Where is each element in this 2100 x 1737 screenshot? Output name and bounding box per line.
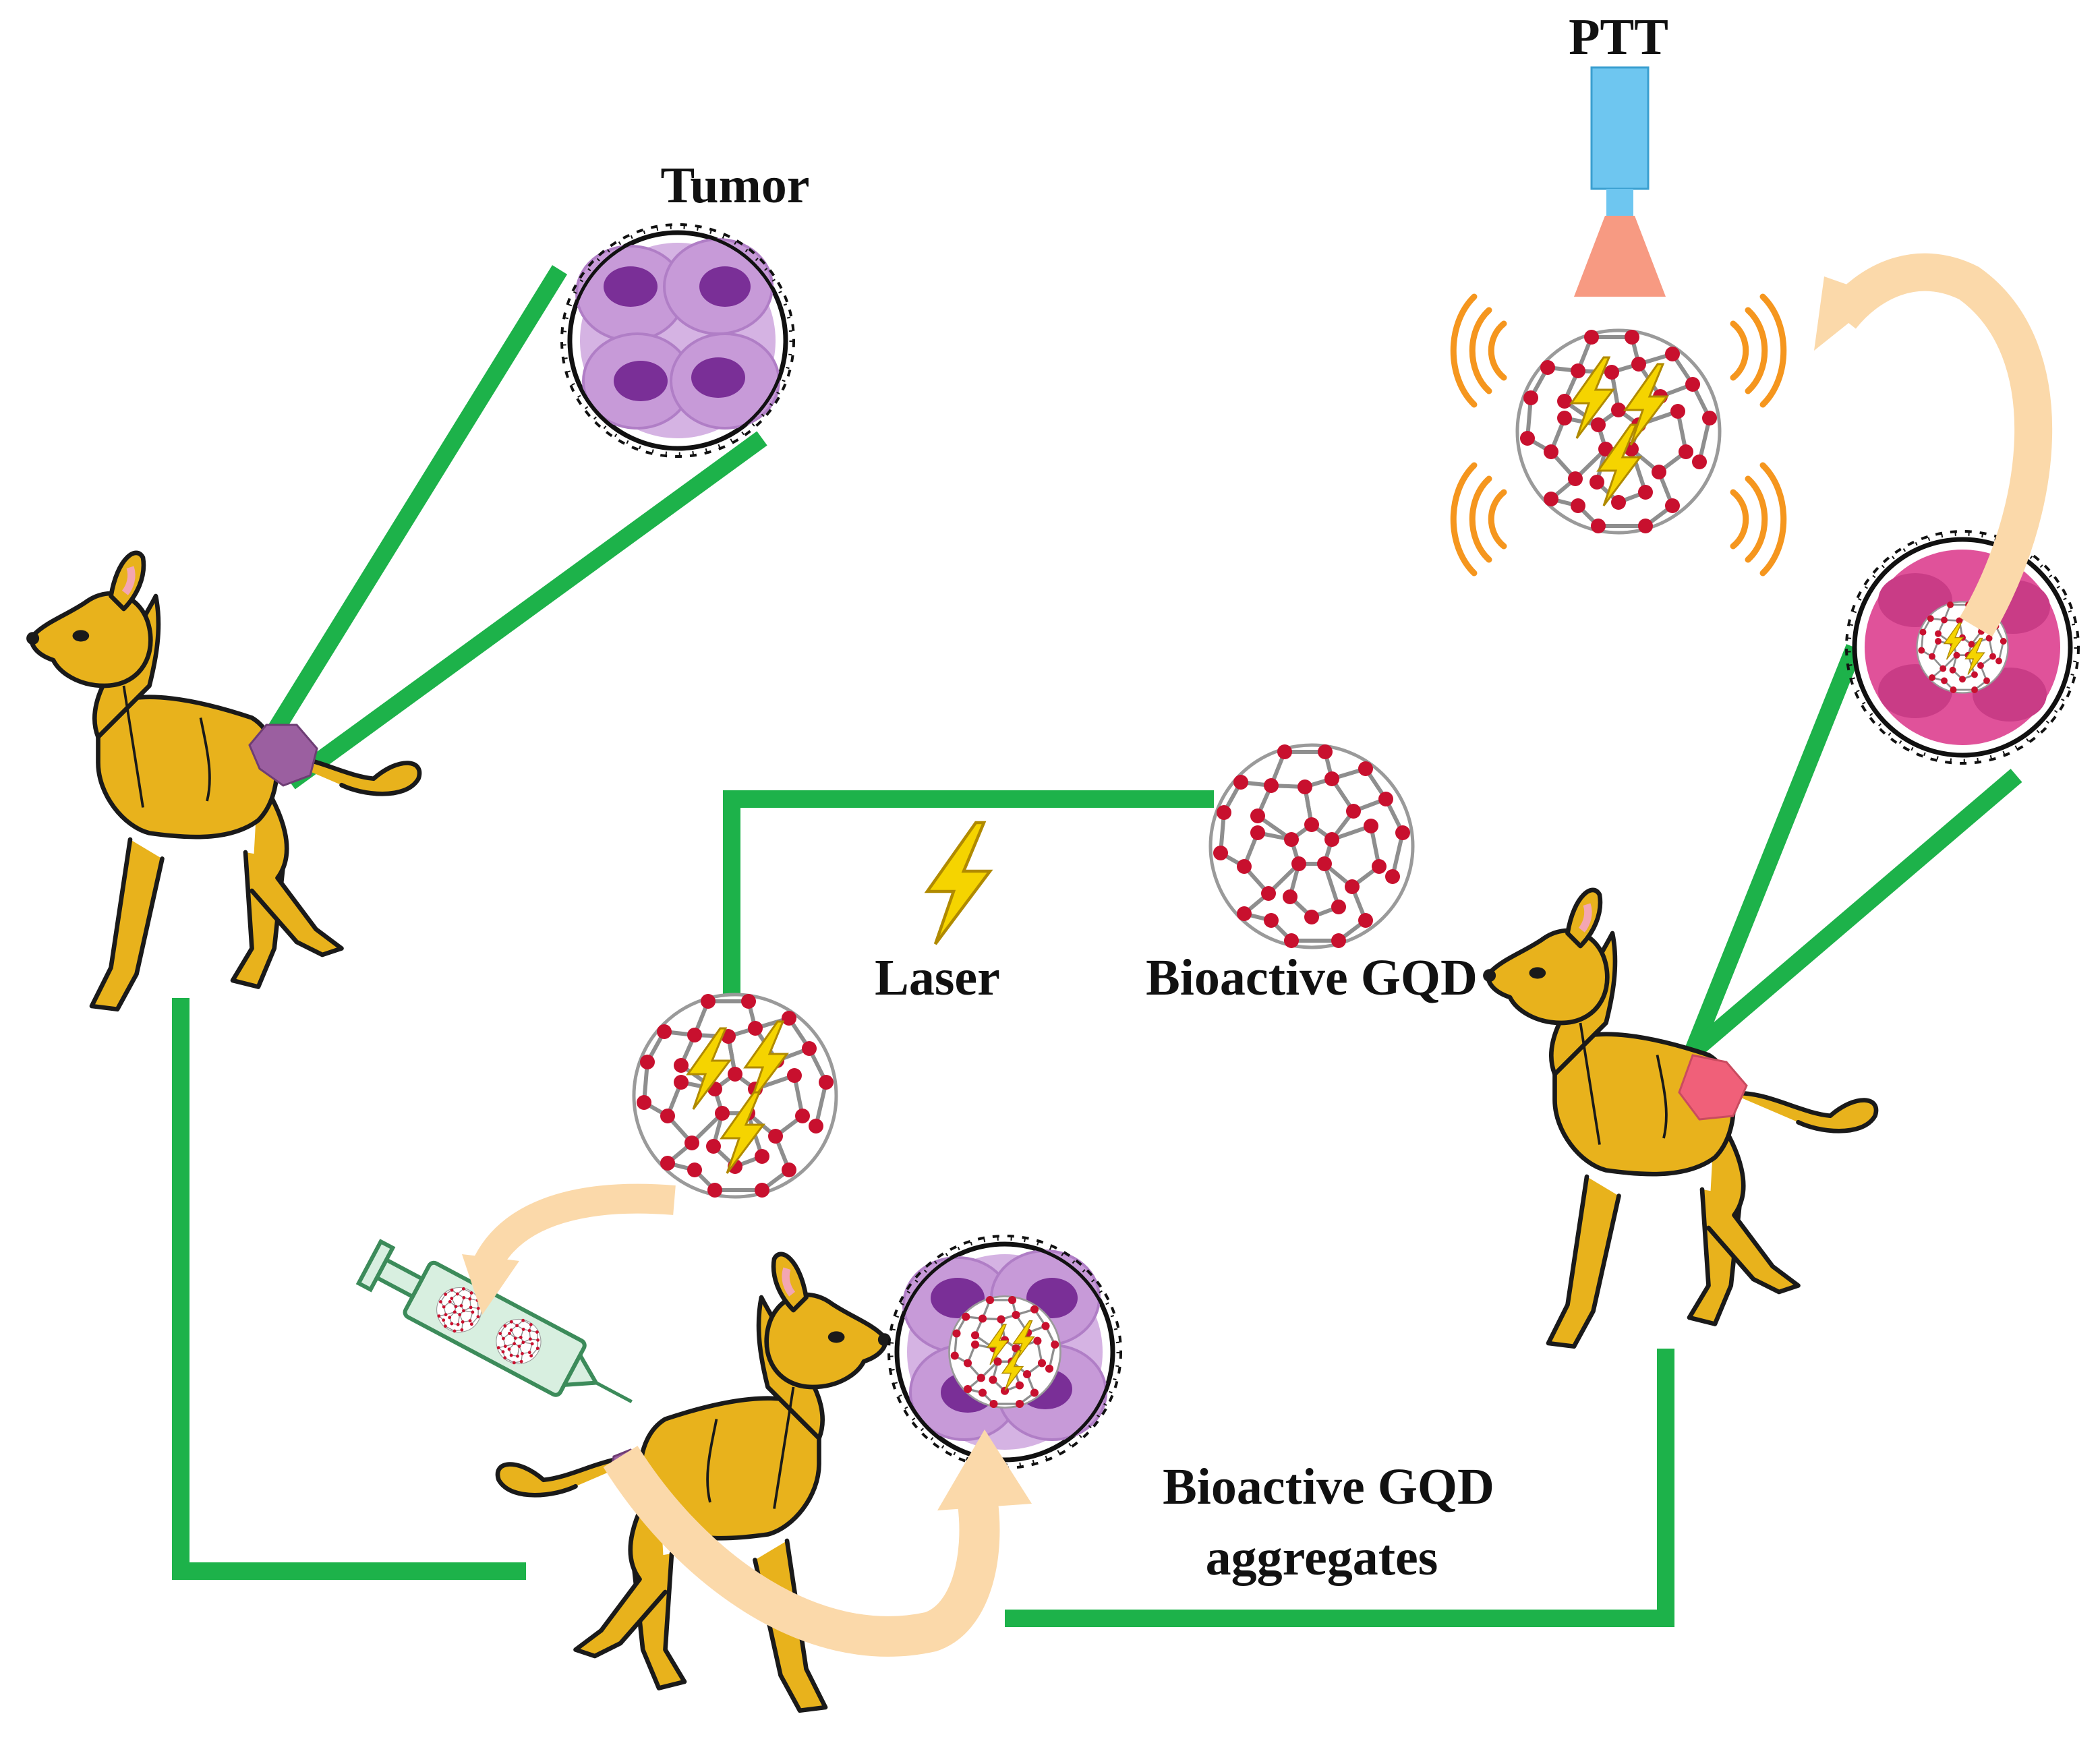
gqd-fullerene-icon bbox=[1211, 744, 1413, 948]
laser-label: Laser bbox=[875, 949, 1000, 1006]
tumor-zoom-icon bbox=[562, 225, 794, 457]
zoom-line-lower-left bbox=[285, 431, 767, 790]
tumor-zoom-with-gqd-icon bbox=[889, 1236, 1121, 1468]
connector-lines bbox=[172, 265, 2022, 1627]
laser-device-icon bbox=[1574, 66, 1666, 297]
connector-left-loop bbox=[172, 998, 526, 1580]
ptt-gqd-icon bbox=[1517, 330, 1720, 533]
curved-arrow-head-to-ptt bbox=[1814, 276, 1882, 351]
curved-arrow-icon-injection bbox=[471, 1183, 676, 1274]
syringe-icon bbox=[355, 1239, 633, 1403]
zoom-line-right-upper bbox=[1684, 644, 1863, 1055]
curved-arrow-head-injection bbox=[462, 1254, 519, 1315]
zoom-line-right-lower bbox=[1687, 769, 2022, 1059]
aggregates-label-line1: Bioactive GQD bbox=[1163, 1459, 1494, 1515]
ptt-label: PTT bbox=[1569, 9, 1668, 65]
connector-top bbox=[723, 790, 1214, 998]
charged-gqd-icon bbox=[634, 994, 836, 1198]
curved-arrow-icon-accumulation bbox=[603, 1446, 1000, 1657]
treated-tumor-zoom-icon bbox=[1846, 531, 2078, 763]
bioactive-gqd-label: Bioactive GQD bbox=[1146, 949, 1478, 1006]
tumor-label: Tumor bbox=[660, 157, 809, 214]
tumor-spot-treated bbox=[1678, 1054, 1748, 1121]
tumor-spot-initial bbox=[248, 724, 318, 787]
zoom-line-upper-left bbox=[268, 265, 568, 733]
connector-right bbox=[1005, 1349, 1674, 1627]
curved-arrow-head-accumulation bbox=[937, 1430, 1032, 1510]
dog-icon-initial bbox=[26, 553, 419, 1009]
curved-arrow-icon-to-ptt bbox=[1826, 253, 2053, 637]
dog-icon-treated bbox=[1483, 890, 1876, 1347]
aggregates-label-line2: aggregates bbox=[1206, 1529, 1438, 1586]
lightning-icon bbox=[927, 823, 990, 944]
